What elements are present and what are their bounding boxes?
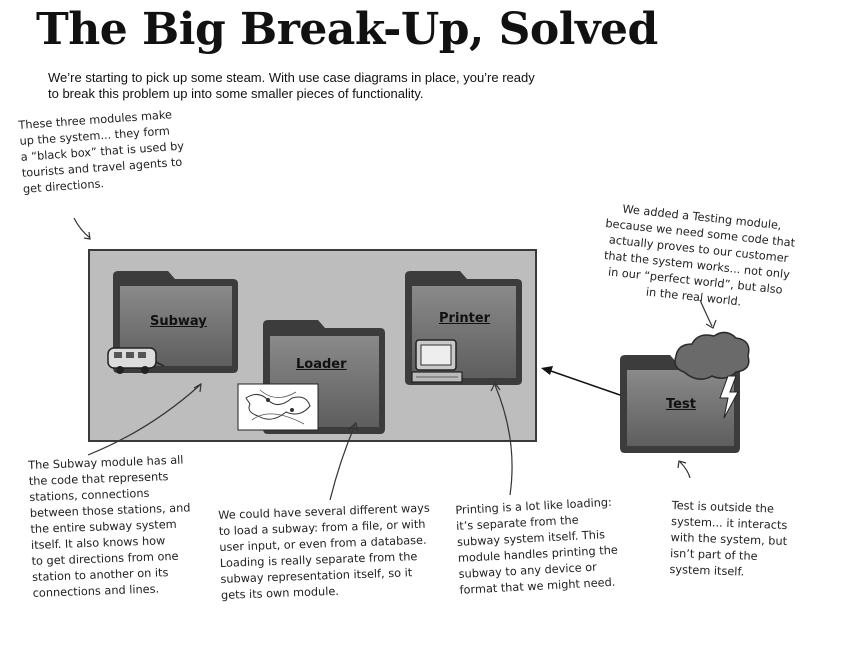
computer-printer-icon bbox=[411, 339, 463, 383]
test-note: Test is outside the system... it interac… bbox=[669, 498, 788, 579]
test-folder bbox=[620, 355, 740, 453]
printer-note: Printing is a lot like loading: it’s sep… bbox=[455, 495, 619, 597]
intro-text: We’re starting to pick up some steam. Wi… bbox=[48, 70, 535, 101]
map-sketch-icon bbox=[237, 383, 319, 431]
loader-note: We could have several different ways to … bbox=[218, 501, 430, 602]
pointer-arrows bbox=[73, 217, 717, 501]
loader-module-label: Loader bbox=[296, 357, 347, 372]
subway-note: The Subway module has all the code that … bbox=[28, 453, 191, 600]
printer-module-label: Printer bbox=[439, 311, 491, 326]
subway-trailer-icon bbox=[107, 347, 165, 374]
test-module-label: Test bbox=[666, 397, 696, 412]
subway-module-label: Subway bbox=[150, 314, 207, 329]
test-to-system-arrow bbox=[541, 366, 621, 396]
lightning-icon bbox=[719, 375, 739, 419]
page-title: The Big Break-Up, Solved bbox=[36, 4, 658, 55]
storm-cloud-icon bbox=[674, 331, 750, 380]
